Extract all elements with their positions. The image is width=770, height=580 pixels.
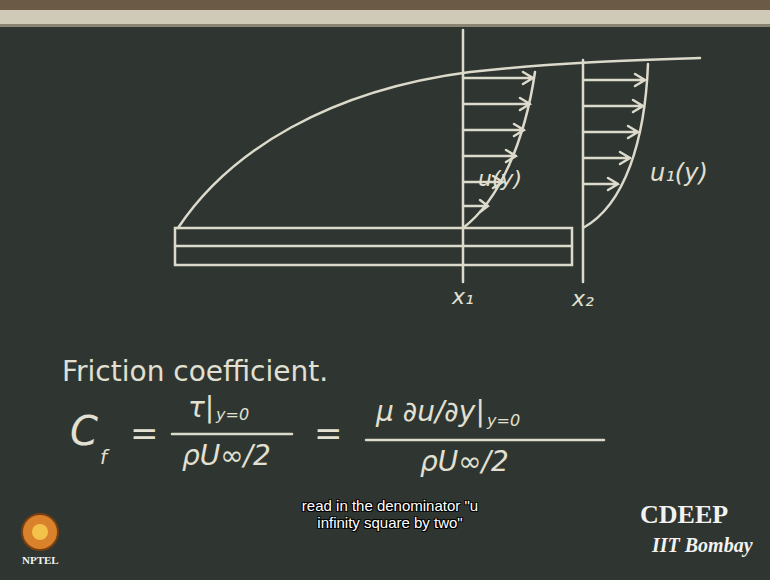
logo-text: CDEEP [640,500,728,530]
equation-symbol: = [314,414,343,453]
station-label: x₂ [572,286,594,311]
equation-subscript: y=0 [216,406,249,424]
subtitle-caption: read in the denominator "u infinity squa… [280,497,500,532]
velocity-profile-label: u(y) [478,166,522,191]
equation-numerator: τ| [188,392,214,424]
equation-subscript: y=0 [487,412,520,430]
logo-text: IIT Bombay [652,534,753,557]
equation-denominator: ρU∞/2 [420,446,509,478]
logo-text: NPTEL [22,554,59,567]
station-label: x₁ [452,284,474,309]
equation-symbol: C [70,408,98,454]
equation-subscript: f [100,446,107,469]
heading-text: Friction coefficient. [62,356,328,388]
equation-symbol: = [130,414,159,453]
equation-denominator: ρU∞/2 [182,440,271,472]
velocity-profile-label: u₁(y) [650,160,708,188]
equation-numerator: μ ∂u/∂y| [376,396,485,428]
